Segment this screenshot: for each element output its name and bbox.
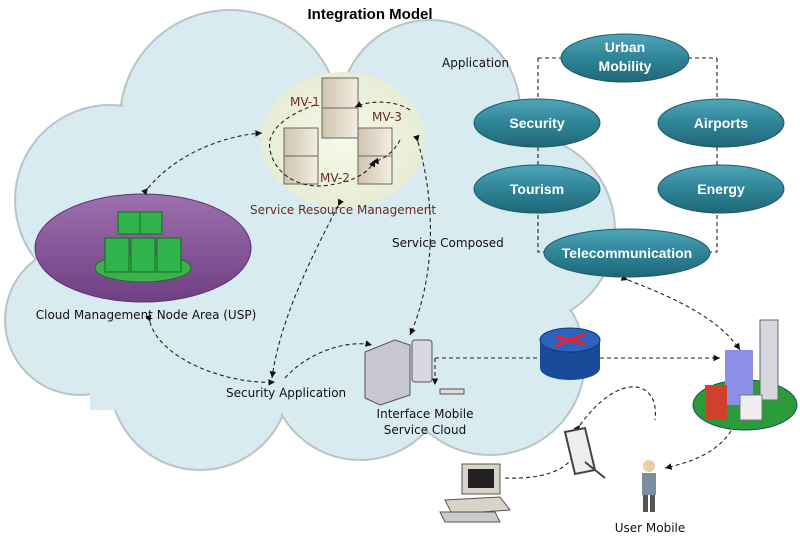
tablet-icon xyxy=(563,426,606,479)
vm-label: MV-3 xyxy=(372,110,402,124)
svg-text:Telecommunication: Telecommunication xyxy=(562,245,692,261)
server-icon xyxy=(357,127,393,185)
svg-text:Energy: Energy xyxy=(697,181,745,197)
interface-mobile-label: Interface Mobile xyxy=(377,407,474,421)
svg-text:Airports: Airports xyxy=(694,115,749,131)
app-node-tourism[interactable]: Tourism xyxy=(473,164,601,214)
server-rack-icon xyxy=(104,211,182,273)
interface-mobile-label: Service Cloud xyxy=(384,423,466,437)
router-icon xyxy=(539,327,601,380)
svg-text:Urban: Urban xyxy=(605,39,645,55)
vm-label: MV-2 xyxy=(320,171,350,185)
app-node-security[interactable]: Security xyxy=(473,98,601,148)
server-icon xyxy=(283,127,319,185)
svg-text:Security: Security xyxy=(509,115,564,131)
user-icon xyxy=(642,460,656,512)
app-node-airports[interactable]: Airports xyxy=(657,98,785,148)
desktop-computer-icon xyxy=(439,463,511,523)
svg-text:Mobility: Mobility xyxy=(599,58,652,74)
application-label: Application xyxy=(442,56,509,70)
server-icon xyxy=(321,77,359,139)
vm-label: MV-1 xyxy=(290,95,320,109)
diagram-title: Integration Model xyxy=(308,6,433,23)
service-composed-label: Service Composed xyxy=(392,236,504,250)
app-node-urban-mobility[interactable]: Urban Mobility xyxy=(560,33,690,83)
app-node-telecommunication[interactable]: Telecommunication xyxy=(543,228,711,278)
city-buildings-icon xyxy=(692,319,798,431)
security-application-label: Security Application xyxy=(226,386,346,400)
app-node-energy[interactable]: Energy xyxy=(657,164,785,214)
user-mobile-label: User Mobile xyxy=(615,521,686,535)
svg-text:Tourism: Tourism xyxy=(510,181,564,197)
server-phone-icon xyxy=(364,339,465,406)
service-resource-management-label: Service Resource Management xyxy=(250,203,436,217)
cloud-management-label: Cloud Management Node Area (USP) xyxy=(36,308,257,322)
